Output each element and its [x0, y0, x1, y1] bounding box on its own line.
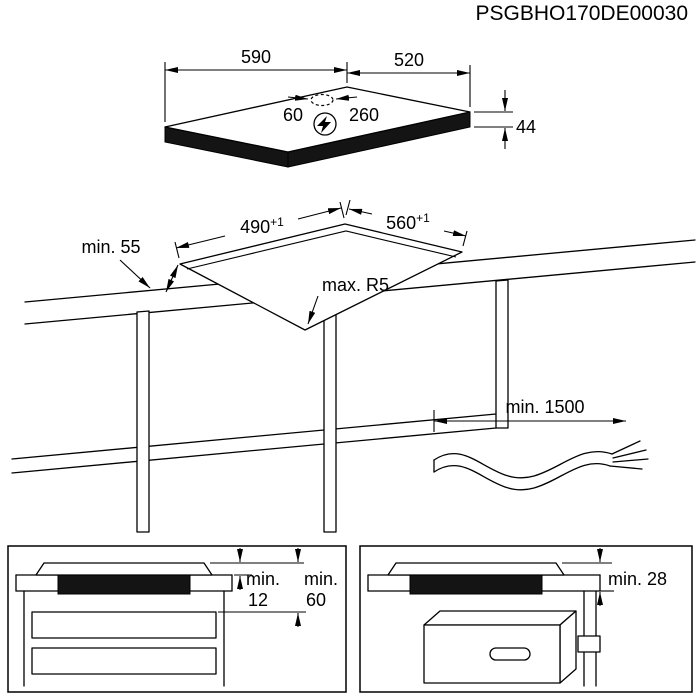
drawer-clearance-dimension: min. 60 [218, 548, 338, 627]
socket-box [577, 635, 601, 653]
document-code: PSGBHO170DE00030 [476, 2, 688, 25]
cable-bottom-line [433, 463, 611, 491]
dimension-arrow [443, 230, 467, 237]
dimension-arrow [348, 208, 373, 215]
cable-hole [310, 93, 334, 107]
cutout-width-value: 560 [386, 213, 416, 233]
cable-length-dimension: min. 1500 [433, 397, 626, 432]
oven-drawing [423, 610, 577, 684]
hob-depth-label: 520 [394, 50, 424, 70]
drawer-front-lower [31, 647, 217, 675]
cabinet-leg-middle [323, 294, 337, 533]
front-clearance-dimension: min. 55 [81, 237, 179, 293]
hob-height-dimension: 44 [474, 90, 536, 149]
cutout-depth-label: 490+1 [240, 215, 284, 237]
hob-body-profile [409, 574, 543, 595]
hob-height-label: 44 [516, 117, 536, 137]
cable-hole-arrow-right [335, 94, 358, 101]
oven-clearance-dimension: min. 28 [562, 548, 667, 606]
hob-depth-dimension: 520 [347, 50, 471, 107]
cable-wire-strand [612, 449, 647, 459]
cabinet-leg-right [495, 279, 509, 429]
extension-line [462, 230, 468, 247]
leader-arrow [119, 259, 151, 289]
front-clearance-label: min. 55 [81, 237, 140, 257]
cable-wire-strand [611, 440, 641, 455]
hob-perspective-view: 60 260 590 520 44 [164, 47, 536, 168]
drawer-clearance-prefix: min. [304, 569, 338, 589]
worktop-thickness-dimension: min. 12 [210, 548, 304, 610]
hob-width-label: 590 [241, 47, 271, 67]
dimension-arrow [297, 207, 342, 220]
drawer-front-upper [31, 611, 217, 639]
cable-dimension-label: 260 [349, 105, 379, 125]
dimension-arrow [165, 264, 179, 293]
hob-glass-profile [35, 562, 213, 576]
corner-radius-label: max. R5 [322, 275, 389, 295]
extension-line [174, 241, 180, 259]
worktop-thickness-value: 12 [248, 590, 268, 610]
drawer-clearance-value: 60 [306, 590, 326, 610]
cutout-width-tolerance: +1 [416, 211, 430, 225]
drawer-installation-view: min. 12 min. 60 [7, 545, 347, 693]
power-cable-drawing [433, 440, 649, 491]
cable-wire-strand [612, 458, 649, 463]
cutout-depth-tolerance: +1 [270, 215, 284, 229]
cable-top-line [433, 451, 613, 479]
cable-hole-arrow-left [287, 94, 309, 101]
cable-offset-label: 60 [283, 105, 303, 125]
cable-wire-strand [609, 465, 643, 470]
cutout-depth-value: 490 [240, 217, 270, 237]
corner-radius-callout: max. R5 [307, 275, 389, 325]
cutout-depth-dimension: 490+1 [174, 201, 345, 259]
cabinet-rail-bottom-edge [11, 427, 497, 474]
power-cable-view: min. 1500 [433, 397, 649, 491]
worktop-cutout-view: 490+1 560+1 min. 55 max. R5 [11, 199, 696, 533]
worktop-thickness-prefix: min. [246, 569, 280, 589]
cutout-inner-edge [186, 230, 457, 270]
oven-top-face [423, 610, 577, 626]
leader-arrow [307, 295, 319, 325]
oven-handle [489, 647, 531, 661]
dimension-arrow [175, 235, 226, 249]
cabinet-rail-top-edge [11, 413, 497, 460]
hob-body-profile [57, 574, 191, 595]
worktop-cutout-opening [179, 223, 463, 331]
oven-clearance-label: min. 28 [608, 569, 667, 589]
cutout-width-label: 560+1 [386, 211, 430, 233]
extension-line [339, 201, 345, 219]
cable-length-label: min. 1500 [505, 397, 584, 417]
power-connection-icon [313, 112, 337, 136]
lightning-bolt-icon [317, 116, 331, 133]
drawer-installation-frame [7, 545, 347, 693]
cutout-width-dimension: 560+1 [345, 199, 468, 247]
oven-installation-frame [359, 545, 693, 693]
hob-glass-profile [387, 562, 565, 576]
extension-line [345, 199, 351, 216]
cabinet-leg-left [136, 310, 150, 533]
oven-installation-view: min. 28 [359, 545, 693, 693]
